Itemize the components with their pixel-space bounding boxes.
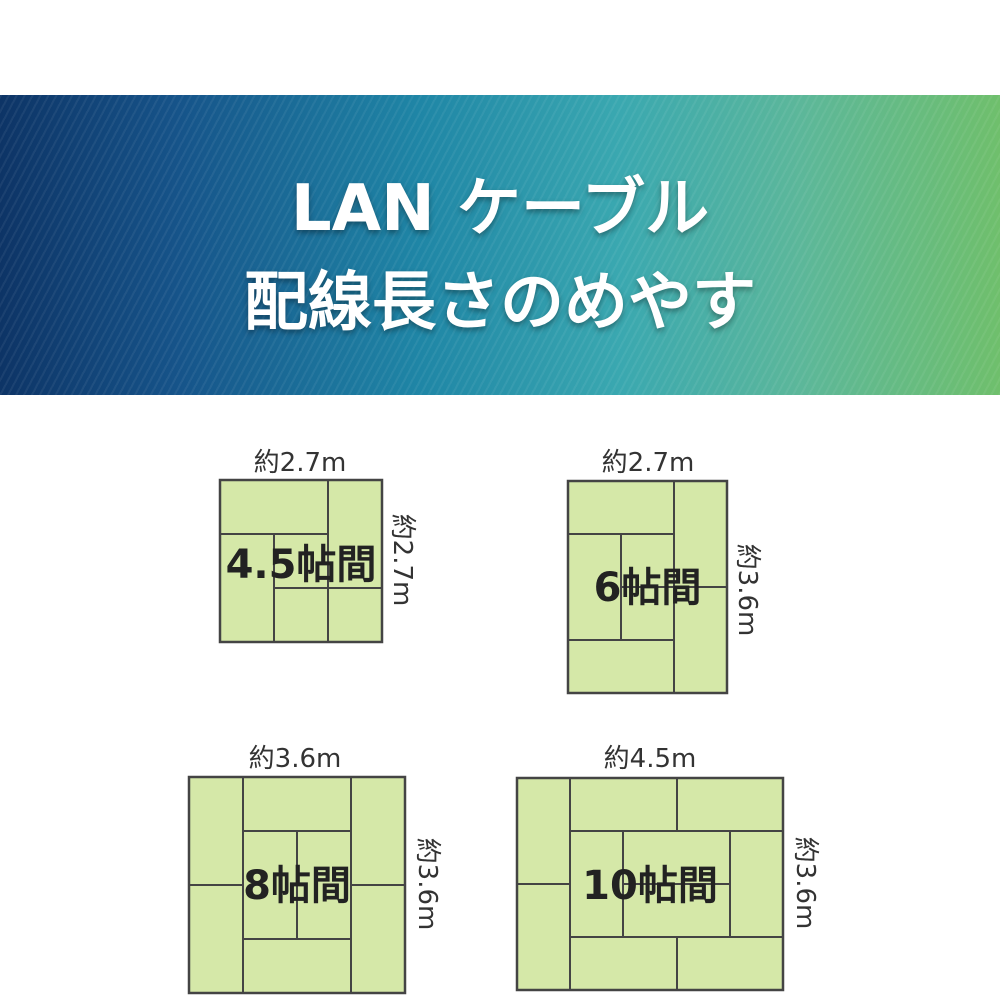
tatami-mat: [676, 936, 784, 991]
tatami-mat: [676, 777, 784, 832]
tatami-mat: [729, 830, 784, 938]
room-width-label: 約4.5m: [603, 744, 697, 774]
tatami-mat: [242, 938, 352, 994]
room-height-label: 約3.6m: [790, 836, 820, 930]
tatami-mat: [242, 830, 298, 940]
room-name-label: 4.5帖間: [225, 542, 377, 588]
tatami-mat: [567, 480, 675, 535]
room-name-label: 8帖間: [243, 863, 351, 909]
room-width-label: 約2.7m: [253, 448, 347, 478]
tatami-mat: [219, 479, 329, 535]
tatami-mat: [622, 883, 731, 938]
room-width-label: 約2.7m: [601, 448, 695, 478]
header-banner: LAN ケーブル 配線長さのめやす: [0, 95, 1000, 395]
tatami-mat: [242, 776, 352, 832]
tatami-mat: [620, 586, 675, 641]
banner-title-line2: 配線長さのめやす: [244, 266, 756, 340]
tatami-mat: [569, 777, 678, 832]
room-name-label: 6帖間: [593, 565, 702, 611]
tatami-mat: [620, 533, 675, 588]
room-name-label: 10帖間: [582, 863, 718, 909]
room-width-label: 約3.6m: [248, 744, 342, 774]
tatami-mat: [622, 830, 731, 885]
tatami-mat: [188, 776, 244, 886]
banner-title-line1: LAN ケーブル: [290, 172, 710, 246]
tatami-mat: [219, 533, 275, 643]
tatami-mat: [569, 936, 678, 991]
